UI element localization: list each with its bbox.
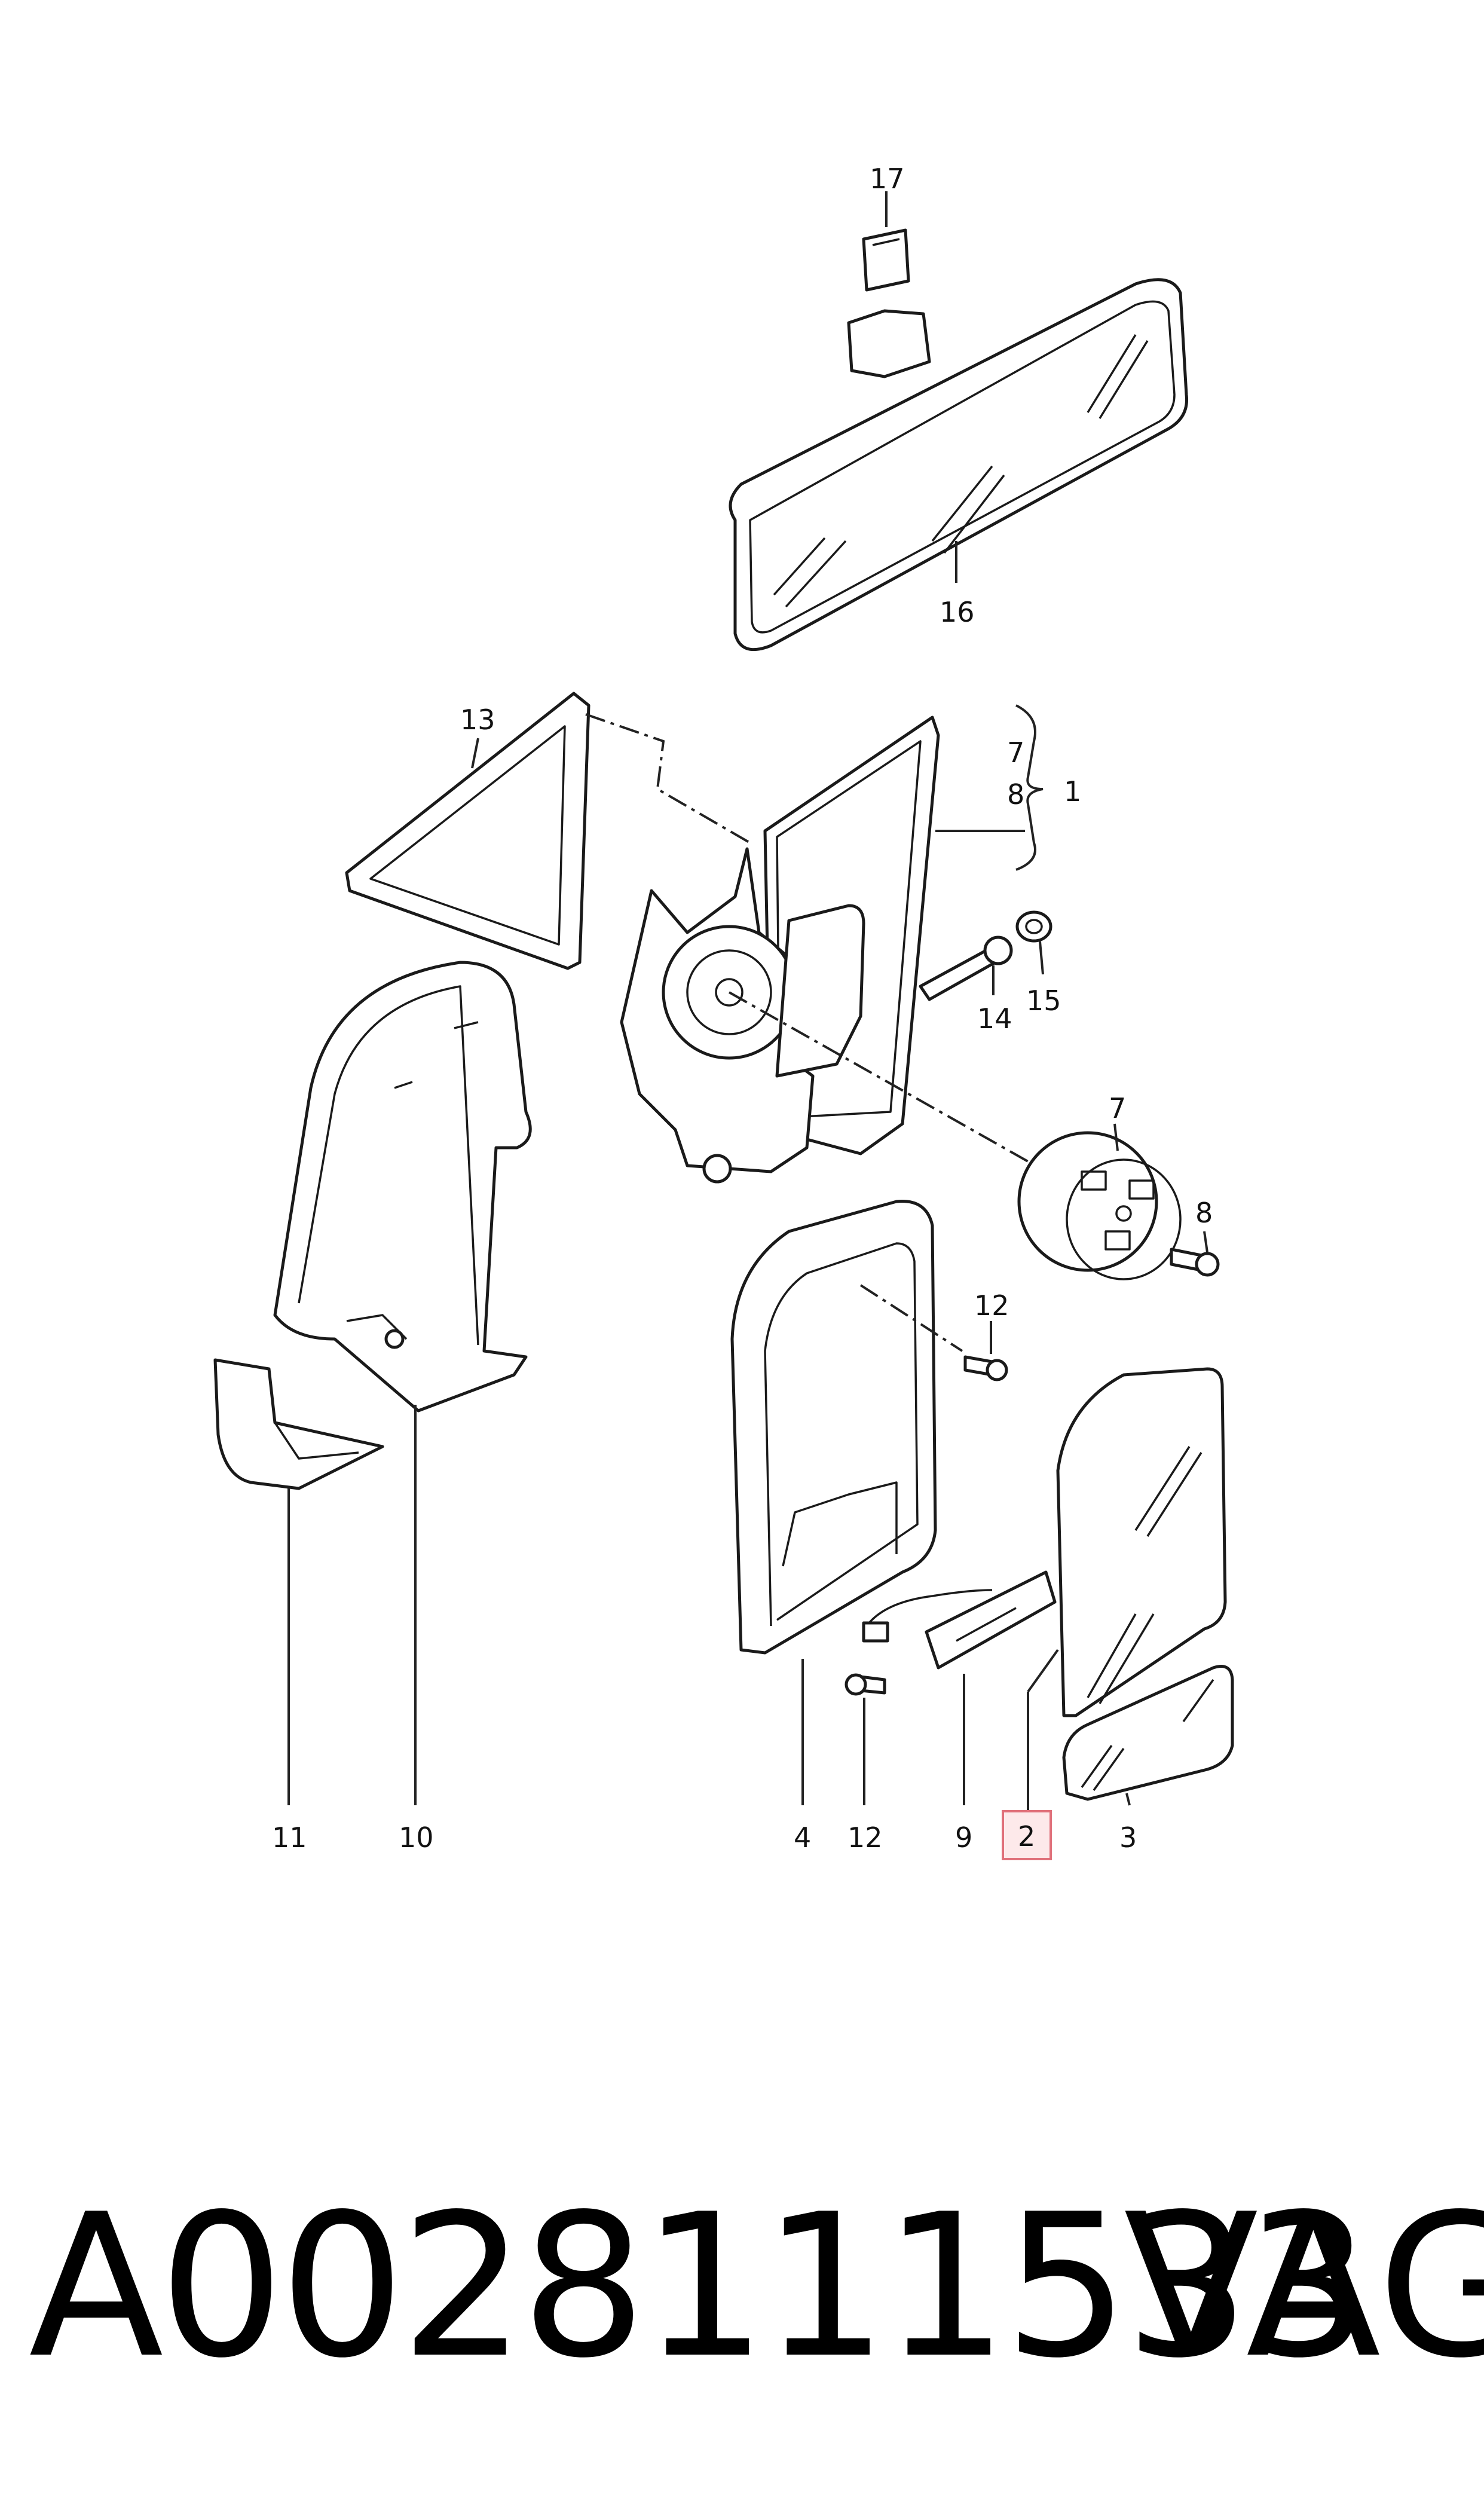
part-11-cap bbox=[213, 1358, 384, 1490]
callout-15: 15 bbox=[1026, 985, 1061, 1017]
part-8-screw bbox=[1170, 1248, 1220, 1277]
part-14-bolt bbox=[919, 936, 1013, 1001]
brand-label: VAG bbox=[1124, 2172, 1484, 2401]
callout-11: 11 bbox=[272, 1821, 307, 1854]
part-2-mirror-glass bbox=[1056, 1367, 1227, 1717]
callout-13: 13 bbox=[460, 704, 495, 736]
part-13-triangle-trim bbox=[345, 692, 590, 970]
part-4-mirror-frame bbox=[730, 1200, 937, 1655]
callout-7-motor: 7 bbox=[1109, 1092, 1126, 1124]
part-3-lower-glass bbox=[1062, 1665, 1234, 1801]
callout-2-highlight bbox=[1002, 1810, 1052, 1860]
part-7-mirror-motor bbox=[1017, 1131, 1182, 1280]
callout-3: 3 bbox=[1119, 1821, 1137, 1854]
part-16-rearview-mirror bbox=[729, 278, 1189, 652]
callout-4: 4 bbox=[794, 1821, 811, 1854]
callout-12-upper: 12 bbox=[974, 1289, 1009, 1322]
part-12-screw-upper bbox=[963, 1355, 1008, 1381]
callout-8-screw: 8 bbox=[1195, 1197, 1213, 1229]
callout-8-top: 8 bbox=[1007, 778, 1024, 811]
part-9-module bbox=[862, 1570, 1057, 1670]
callout-7-top: 7 bbox=[1007, 736, 1024, 769]
callout-2: 2 bbox=[1018, 1820, 1035, 1852]
part-number-label: A0028111533 bbox=[29, 2172, 1370, 2401]
part-12-screw-lower bbox=[844, 1673, 886, 1696]
part-17-clip bbox=[862, 228, 910, 292]
callout-9: 9 bbox=[955, 1821, 972, 1854]
callout-16: 16 bbox=[940, 596, 975, 628]
callout-10: 10 bbox=[399, 1821, 434, 1854]
callout-14: 14 bbox=[977, 1002, 1012, 1035]
part-15-washer bbox=[1015, 910, 1052, 943]
callout-17: 17 bbox=[870, 163, 905, 195]
exploded-parts-diagram: 17 16 13 7 8 1 14 15 7 8 12 11 10 4 12 9… bbox=[213, 163, 1234, 1860]
callout-1: 1 bbox=[1064, 775, 1081, 808]
part-1-mirror-housing bbox=[585, 713, 1047, 1184]
part-10-cover-shell bbox=[273, 961, 532, 1413]
callout-12-lower: 12 bbox=[847, 1821, 883, 1854]
